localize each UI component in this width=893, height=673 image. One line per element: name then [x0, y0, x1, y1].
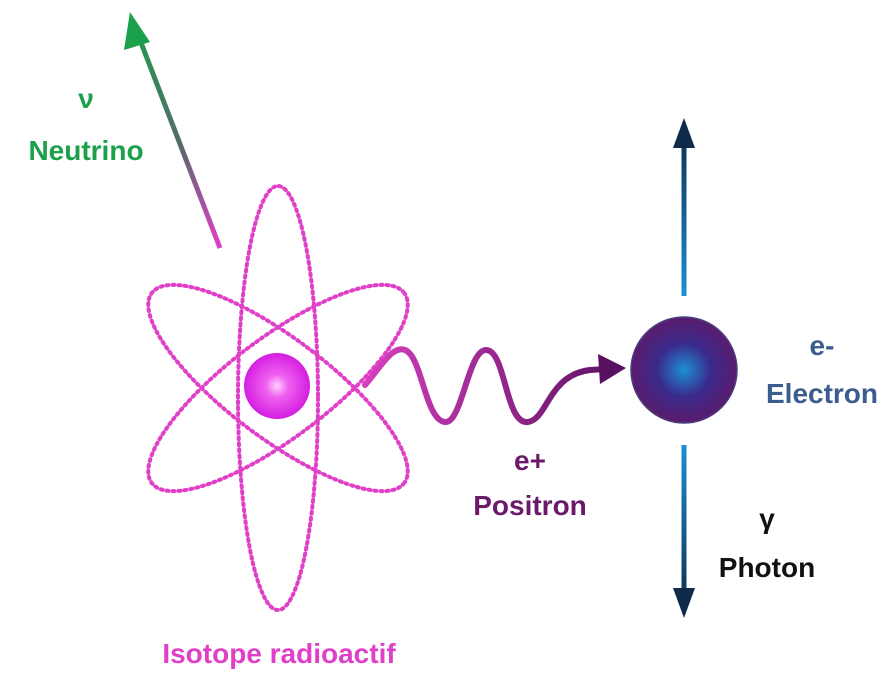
orbit-horizontal-2 — [146, 282, 410, 494]
electron-label: Electron — [766, 378, 878, 409]
positron-symbol: e+ — [514, 445, 546, 476]
positron-label: Positron — [473, 490, 587, 521]
positron-wave-arrow — [362, 346, 626, 425]
photon-arrow-down — [673, 445, 695, 618]
electron-sphere — [630, 316, 738, 424]
electron-symbol: e- — [810, 330, 835, 361]
nucleus — [244, 353, 310, 419]
atom — [146, 184, 410, 612]
neutrino-arrow — [124, 12, 223, 249]
isotope-label: Isotope radioactif — [162, 638, 396, 669]
neutrino-symbol: ν — [78, 83, 94, 114]
photon-symbol: γ — [759, 503, 775, 534]
photon-arrow-up — [673, 118, 695, 296]
photon-label: Photon — [719, 552, 815, 583]
orbit-vertical — [236, 184, 320, 612]
neutrino-label: Neutrino — [28, 135, 143, 166]
orbit-horizontal-1 — [146, 282, 410, 494]
